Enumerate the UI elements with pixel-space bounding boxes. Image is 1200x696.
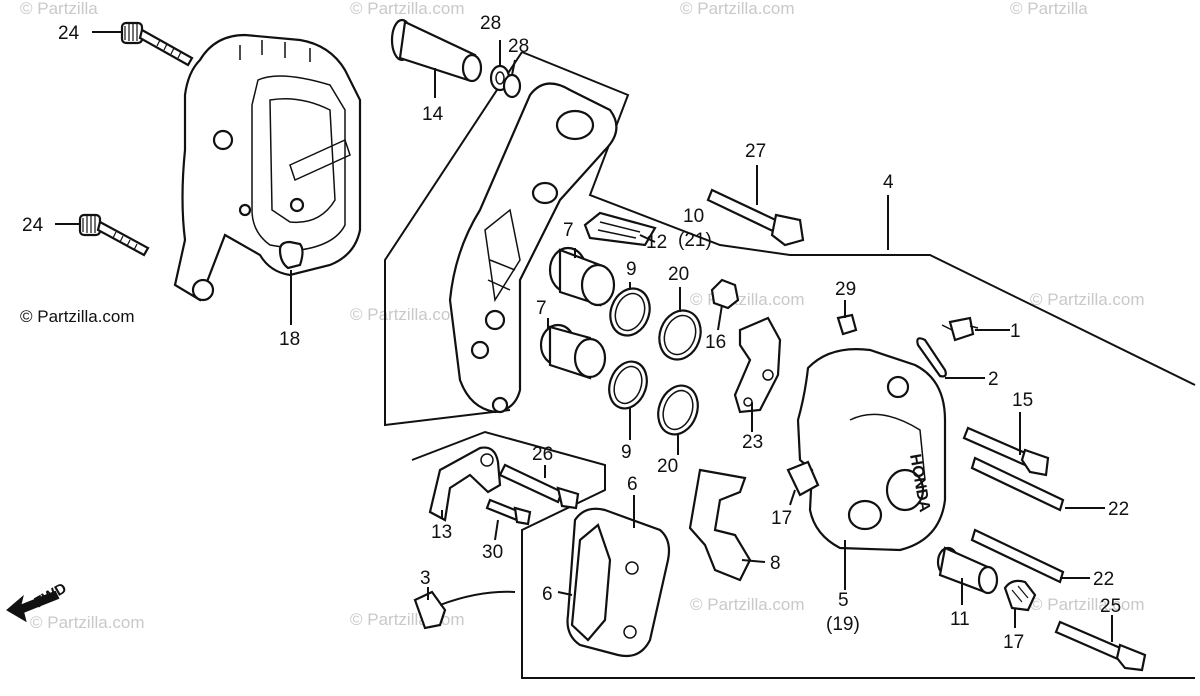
watermark-mid-center: © Partzilla.com [690, 290, 805, 309]
seal-9-lower [608, 360, 648, 410]
leader-lines [55, 31, 1113, 642]
callout-6-upper: 6 [627, 474, 638, 495]
callout-11: 11 [950, 609, 970, 630]
watermark-bottom-mid: © Partzilla.com [350, 610, 465, 629]
callout-21: (21) [678, 230, 712, 251]
bolt-25 [1054, 620, 1147, 672]
clip-2 [916, 337, 947, 378]
callout-30: 30 [482, 542, 503, 563]
callout-6-lower: 6 [542, 584, 553, 605]
callout-3: 3 [420, 568, 431, 589]
pin-14 [390, 18, 483, 83]
pad-6-back [570, 523, 612, 642]
seal-20-lower [657, 384, 699, 436]
piston-7-upper [548, 246, 616, 307]
watermark-bottom-center: © Partzilla.com [690, 595, 805, 614]
callout-20-upper: 20 [668, 264, 689, 285]
bolt-24-top [120, 21, 194, 67]
callout-24-lower: 24 [22, 215, 44, 236]
watermark-top-right: © Partzilla.com [680, 0, 795, 18]
collar-28b [502, 73, 522, 99]
callout-28-b: 28 [508, 36, 529, 57]
pin-22-upper [970, 456, 1065, 512]
caliper-bracket [448, 82, 618, 414]
callout-26: 26 [532, 444, 553, 465]
callout-7-lower: 7 [536, 298, 547, 319]
bolt-27 [706, 188, 805, 247]
boot-17-lower [1003, 579, 1037, 612]
callout-12: 12 [646, 232, 667, 253]
callout-17-lower: 17 [1003, 632, 1024, 653]
callout-13: 13 [431, 522, 452, 543]
callout-9-upper: 9 [626, 259, 637, 280]
fwd-label: FWD [32, 580, 70, 612]
callout-15: 15 [1012, 390, 1033, 411]
watermark-mid-left: © Partzilla.com [350, 305, 465, 324]
partzilla-credit: © Partzilla.com [20, 307, 135, 326]
caliper-half-left [173, 33, 362, 302]
callout-29: 29 [835, 279, 856, 300]
callout-25: 25 [1100, 596, 1121, 617]
cap-16 [710, 278, 740, 310]
callout-19: (19) [826, 614, 860, 635]
clip-12 [583, 211, 657, 247]
pad-spring-8 [688, 468, 752, 582]
watermark-top-mid: © Partzilla.com [350, 0, 465, 18]
watermarks: © Partzilla © Partzilla.com © Partzilla.… [20, 0, 1145, 632]
spring-3 [413, 590, 516, 630]
callout-28-a: 28 [480, 13, 501, 34]
pin-22-lower [970, 528, 1065, 584]
callout-10: 10 [683, 206, 704, 227]
bolt-15 [962, 426, 1050, 477]
callout-16: 16 [705, 332, 726, 353]
callout-24-top: 24 [58, 23, 80, 44]
sleeve-11 [936, 546, 999, 595]
piston-7-lower [539, 323, 607, 380]
bracket-group-outline [384, 51, 523, 427]
bleeder-1 [941, 316, 979, 342]
callout-7-upper: 7 [563, 220, 574, 241]
watermark-top-far: © Partzilla [1010, 0, 1088, 18]
callout-17-upper: 17 [771, 508, 792, 529]
callout-labels: 24 24 28 28 14 18 27 4 10 (21) 12 7 7 9 … [22, 13, 1129, 653]
callout-18: 18 [279, 329, 300, 350]
bolt-30 [485, 498, 532, 526]
seal-20-upper [658, 309, 702, 361]
lower-group-outline [411, 430, 1195, 679]
seal-9-upper [609, 287, 651, 337]
callout-27: 27 [745, 141, 766, 162]
watermark-top-left: © Partzilla [20, 0, 98, 18]
callout-8: 8 [770, 553, 781, 574]
cap-17-upper [786, 460, 820, 497]
callout-1: 1 [1010, 321, 1021, 342]
caliper-assembly-outline [521, 51, 1196, 386]
watermark-mid-right: © Partzilla.com [1030, 290, 1145, 309]
bracket-13 [428, 446, 502, 522]
bolt-24-lower [78, 213, 150, 257]
callout-5: 5 [838, 590, 849, 611]
callout-9-lower: 9 [621, 442, 632, 463]
callout-20-lower: 20 [657, 456, 678, 477]
callout-22-lower: 22 [1093, 569, 1114, 590]
callout-2: 2 [988, 369, 999, 390]
callout-4: 4 [883, 172, 894, 193]
watermark-bottom-left: © Partzilla.com [30, 613, 145, 632]
callout-14: 14 [422, 104, 444, 125]
screw-29 [836, 313, 858, 336]
callout-22-upper: 22 [1108, 499, 1129, 520]
watermark-bottom-right: © Partzilla.com [1030, 595, 1145, 614]
caliper-body-5: HONDA [796, 348, 947, 552]
callout-23: 23 [742, 432, 763, 453]
bracket-23 [733, 316, 782, 414]
bolt-26 [498, 463, 580, 510]
